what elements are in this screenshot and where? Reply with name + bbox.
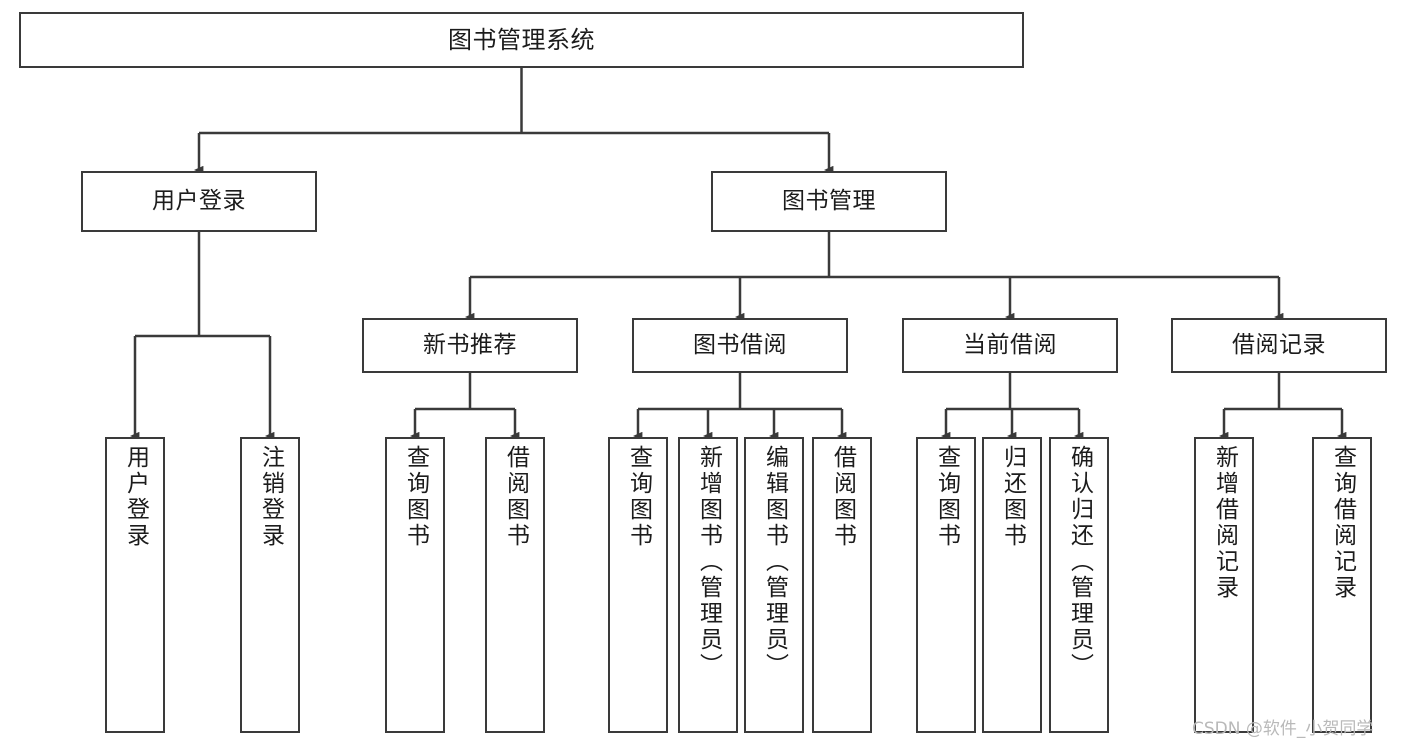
node-leaf-user-logout[interactable]: 注销登录 [240,437,300,733]
node-label-new-book-recommend: 新书推荐 [423,331,517,358]
edge-paths [130,68,1347,441]
node-current-borrow[interactable]: 当前借阅 [902,318,1118,373]
node-label-leaf-borrow-book-1: 借阅图书 [502,445,529,549]
node-leaf-borrow-book-1[interactable]: 借阅图书 [485,437,545,733]
node-label-leaf-add-book: 新增图书（管理员） [695,445,722,679]
node-label-leaf-query-book-3: 查询图书 [933,445,960,549]
node-leaf-query-book-1[interactable]: 查询图书 [385,437,445,733]
node-leaf-query-book-2[interactable]: 查询图书 [608,437,668,733]
node-label-user-login: 用户登录 [152,187,246,214]
watermark: CSDN @软件_小贺同学 [1192,719,1374,739]
node-label-current-borrow: 当前借阅 [963,331,1057,358]
node-book-manage[interactable]: 图书管理 [711,171,947,232]
node-label-leaf-borrow-book-2: 借阅图书 [829,445,856,549]
node-book-borrow[interactable]: 图书借阅 [632,318,848,373]
node-label-leaf-query-book-1: 查询图书 [402,445,429,549]
node-leaf-query-book-3[interactable]: 查询图书 [916,437,976,733]
node-leaf-add-book[interactable]: 新增图书（管理员） [678,437,738,733]
node-leaf-confirm-return[interactable]: 确认归还（管理员） [1049,437,1109,733]
node-borrow-record[interactable]: 借阅记录 [1171,318,1387,373]
node-root[interactable]: 图书管理系统 [19,12,1024,68]
node-leaf-user-login[interactable]: 用户登录 [105,437,165,733]
node-leaf-query-record[interactable]: 查询借阅记录 [1312,437,1372,733]
node-new-book-recommend[interactable]: 新书推荐 [362,318,578,373]
node-label-book-borrow: 图书借阅 [693,331,787,358]
node-label-leaf-add-record: 新增借阅记录 [1211,445,1238,601]
node-leaf-edit-book[interactable]: 编辑图书（管理员） [744,437,804,733]
node-label-leaf-edit-book: 编辑图书（管理员） [761,445,788,679]
node-user-login[interactable]: 用户登录 [81,171,317,232]
node-label-leaf-query-book-2: 查询图书 [625,445,652,549]
node-label-book-manage: 图书管理 [782,187,876,214]
node-label-leaf-confirm-return: 确认归还（管理员） [1066,445,1093,679]
node-leaf-return-book[interactable]: 归还图书 [982,437,1042,733]
node-label-root: 图书管理系统 [448,25,595,54]
node-leaf-borrow-book-2[interactable]: 借阅图书 [812,437,872,733]
node-label-leaf-user-logout: 注销登录 [257,445,284,549]
node-label-borrow-record: 借阅记录 [1232,331,1326,358]
node-label-leaf-return-book: 归还图书 [999,445,1026,549]
node-label-leaf-query-record: 查询借阅记录 [1329,445,1356,601]
node-label-leaf-user-login: 用户登录 [122,445,149,549]
node-leaf-add-record[interactable]: 新增借阅记录 [1194,437,1254,733]
